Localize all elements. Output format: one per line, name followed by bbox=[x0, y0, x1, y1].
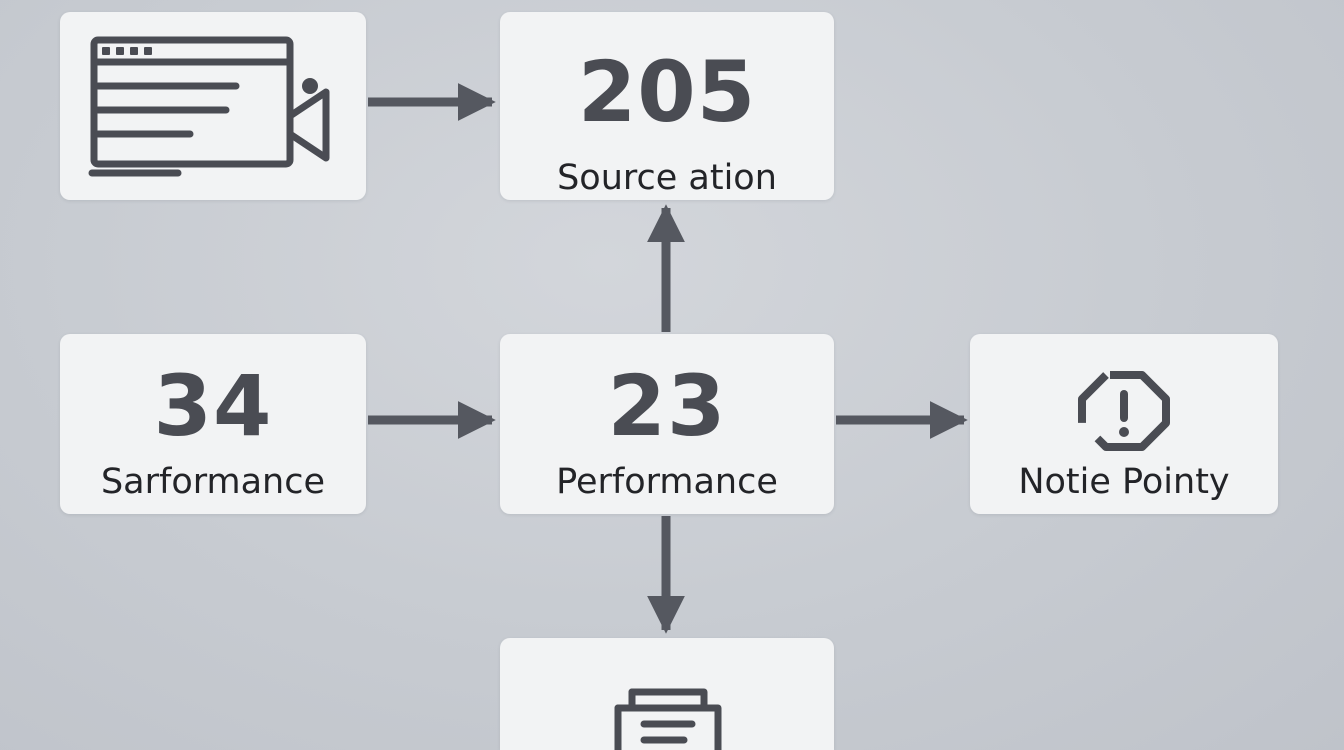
node-top-left bbox=[60, 12, 366, 200]
node-middle-left: 34 Sarformance bbox=[60, 334, 366, 514]
browser-video-icon bbox=[88, 36, 330, 177]
node-label: Notie Pointy bbox=[1018, 462, 1230, 502]
node-bottom-center bbox=[500, 638, 834, 750]
node-value: 23 bbox=[607, 357, 727, 455]
node-label: Source ation bbox=[557, 158, 777, 198]
alert-octagon-icon bbox=[1078, 371, 1170, 451]
node-top-center: 205 Source ation bbox=[500, 12, 834, 200]
node-label: Performance bbox=[556, 462, 778, 502]
node-value: 205 bbox=[577, 43, 757, 141]
node-middle-center: 23 Performance bbox=[500, 334, 834, 514]
node-label: Sarformance bbox=[100, 462, 326, 502]
node-middle-right: Notie Pointy bbox=[970, 334, 1278, 514]
node-value: 34 bbox=[153, 357, 273, 455]
document-printer-icon bbox=[614, 688, 722, 750]
